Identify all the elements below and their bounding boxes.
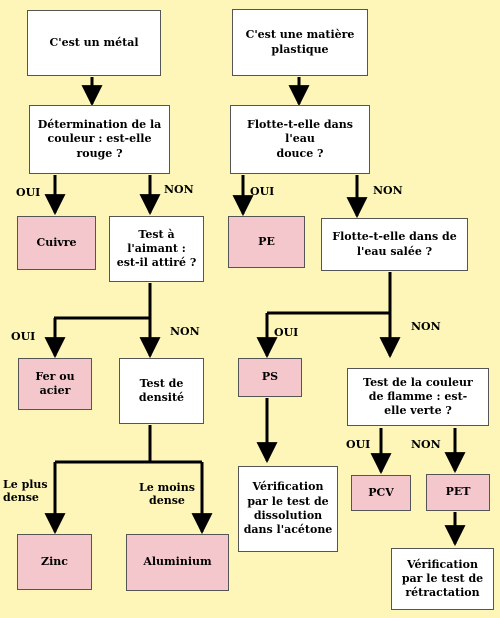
box-result-pet: PET	[426, 474, 490, 511]
label-non-salt: NON	[411, 320, 441, 333]
label-oui-flame: OUI	[346, 438, 371, 451]
label-non-magnet: NON	[170, 325, 200, 338]
box-result-aluminium: Aluminium	[126, 534, 229, 591]
label-non-color: NON	[164, 183, 194, 196]
label-oui-magnet: OUI	[11, 330, 36, 343]
box-result-fer: Fer ou acier	[18, 358, 92, 410]
box-result-pe: PE	[228, 216, 305, 268]
label-oui-color: OUI	[16, 186, 41, 199]
box-flame-question: Test de la couleur de flamme : est- elle…	[347, 368, 489, 426]
box-float-salt-question: Flotte-t-elle dans de l'eau salée ?	[321, 218, 468, 271]
box-acetone-check: Vérification par le test de dissolution …	[238, 466, 338, 552]
box-result-cuivre: Cuivre	[17, 216, 96, 270]
box-magnet-question: Test à l'aimant : est-il attiré ?	[109, 216, 204, 282]
box-result-pcv: PCV	[351, 475, 411, 511]
box-result-zinc: Zinc	[17, 534, 92, 590]
label-non-flame: NON	[411, 438, 441, 451]
box-plastic: C'est une matière plastique	[232, 9, 368, 76]
box-retract-check: Vérification par le test de rétractation	[391, 548, 494, 610]
label-non-fresh: NON	[373, 184, 403, 197]
box-float-fresh-question: Flotte-t-elle dans l'eau douce ?	[230, 105, 370, 174]
box-density-question: Test de densité	[119, 358, 204, 424]
label-moins-dense: Le moins dense	[139, 481, 195, 508]
label-oui-fresh: OUI	[250, 185, 275, 198]
box-result-ps: PS	[238, 358, 302, 397]
box-metal: C'est un métal	[27, 10, 161, 76]
label-oui-salt: OUI	[274, 326, 299, 339]
box-color-question: Détermination de la couleur : est-elle r…	[29, 105, 170, 174]
label-plus-dense: Le plus dense	[3, 478, 48, 505]
